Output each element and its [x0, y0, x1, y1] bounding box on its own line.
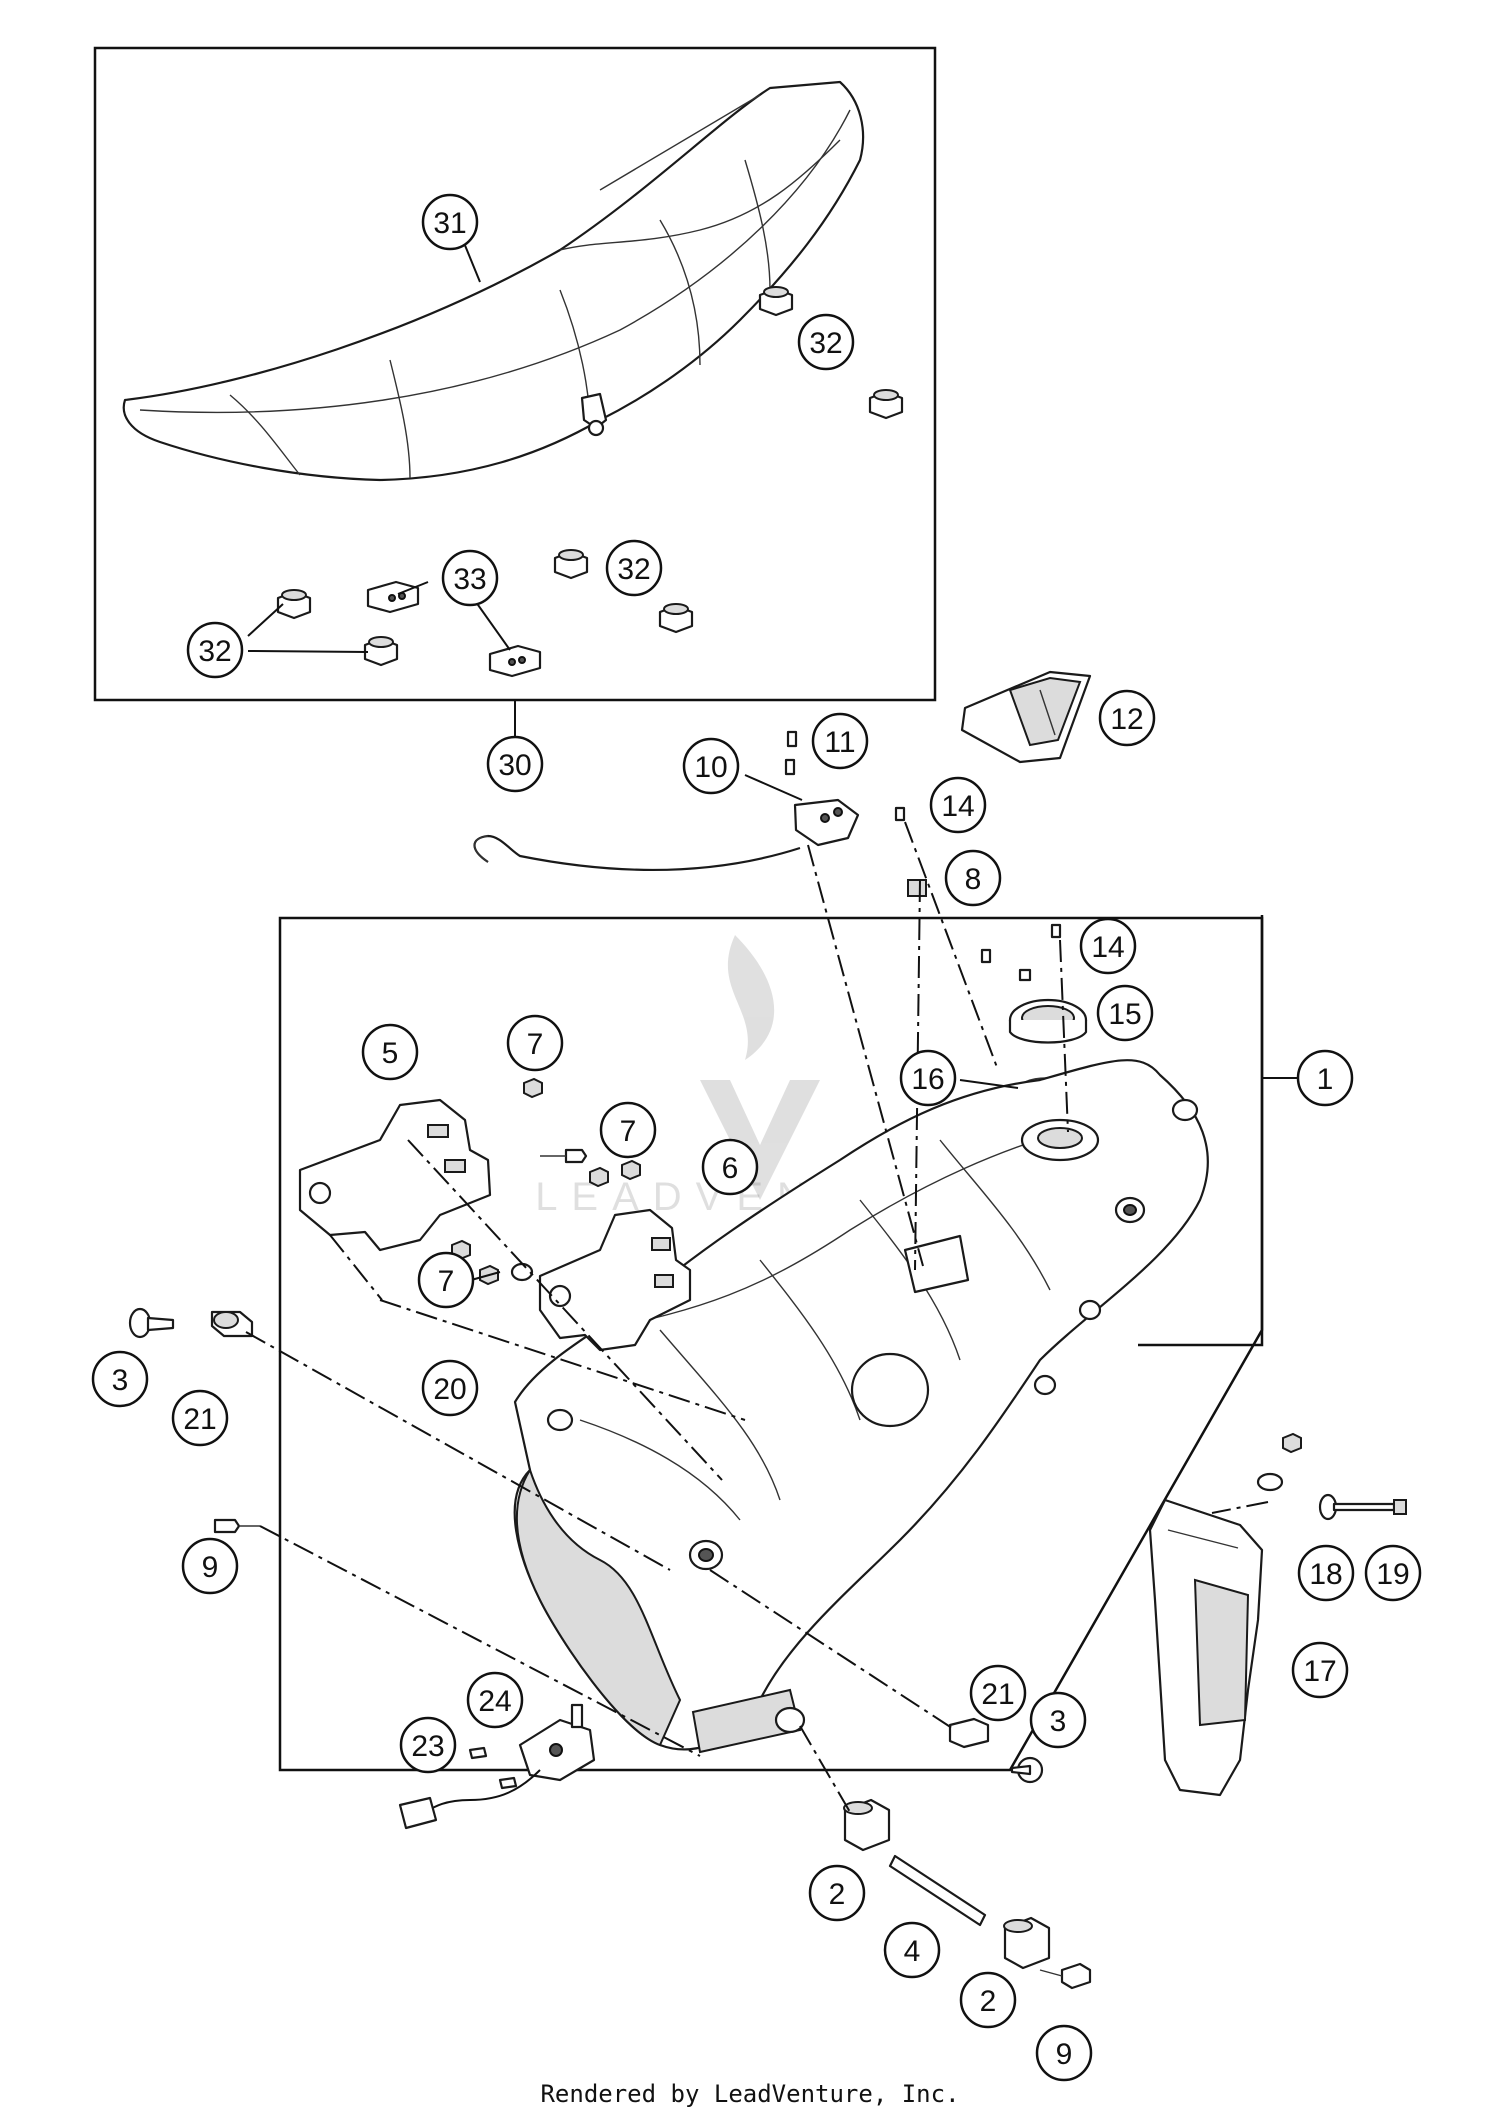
- svg-text:32: 32: [198, 635, 231, 668]
- fuel-cap-hardware: [894, 806, 1062, 982]
- svg-text:7: 7: [527, 1028, 544, 1061]
- svg-text:9: 9: [202, 1551, 219, 1584]
- watermark-logo: [700, 935, 820, 1200]
- callout-3: 3: [91, 1350, 149, 1408]
- callout-9: 9: [181, 1537, 239, 1595]
- callout-31: 31: [421, 193, 479, 251]
- callout-2: 2: [959, 1971, 1017, 2029]
- seat: [122, 80, 865, 482]
- svg-text:10: 10: [694, 751, 727, 784]
- callout-18: 18: [1297, 1544, 1355, 1602]
- svg-text:32: 32: [617, 553, 650, 586]
- callout-21: 21: [969, 1664, 1027, 1722]
- svg-text:3: 3: [112, 1364, 129, 1397]
- tank-group-outline: [278, 916, 1264, 1772]
- svg-text:1: 1: [1317, 1063, 1334, 1096]
- svg-text:14: 14: [941, 790, 974, 823]
- callout-23: 23: [399, 1716, 457, 1774]
- svg-text:7: 7: [620, 1115, 637, 1148]
- tank-front-fasteners: [128, 1307, 260, 1534]
- tank-rear-sleeves: [843, 1798, 1092, 1990]
- svg-text:24: 24: [478, 1685, 511, 1718]
- callout-15: 15: [1096, 984, 1154, 1042]
- callout-14: 14: [929, 776, 987, 834]
- callout-11: 11: [811, 712, 869, 770]
- svg-text:31: 31: [433, 207, 466, 240]
- callout-2: 2: [808, 1864, 866, 1922]
- svg-text:12: 12: [1110, 703, 1143, 736]
- callout-33: 33: [441, 549, 499, 607]
- callout-32: 32: [797, 313, 855, 371]
- svg-text:9: 9: [1056, 2038, 1073, 2071]
- callout-6: 6: [701, 1138, 759, 1196]
- tank-mounting-brackets: [298, 1098, 692, 1352]
- svg-text:21: 21: [981, 1678, 1014, 1711]
- svg-text:8: 8: [965, 863, 982, 896]
- svg-text:16: 16: [911, 1063, 944, 1096]
- callout-32: 32: [605, 539, 663, 597]
- tank-protector-pad: [960, 670, 1092, 764]
- callout-20: 20: [421, 1359, 479, 1417]
- fuel-tank: [513, 1059, 1209, 1754]
- rubber-buffer-parts: [276, 286, 904, 667]
- callout-24: 24: [466, 1671, 524, 1729]
- callout-12: 12: [1098, 689, 1156, 747]
- svg-text:14: 14: [1091, 931, 1124, 964]
- svg-text:4: 4: [904, 1935, 921, 1968]
- svg-text:2: 2: [829, 1878, 846, 1911]
- svg-text:19: 19: [1376, 1558, 1409, 1591]
- svg-text:23: 23: [411, 1730, 444, 1763]
- tank-side-cover: [1148, 1432, 1407, 1797]
- callout-14: 14: [1079, 917, 1137, 975]
- svg-text:18: 18: [1309, 1558, 1342, 1591]
- tank-rear-fasteners: [948, 1717, 1044, 1784]
- fuel-pump-connector: [398, 1703, 596, 1830]
- svg-text:7: 7: [438, 1265, 455, 1298]
- callout-7: 7: [506, 1014, 564, 1072]
- tank-filler-ring: [1008, 998, 1088, 1103]
- leader-lines: [245, 237, 1298, 1813]
- callout-21: 21: [171, 1389, 229, 1447]
- callout-5: 5: [361, 1023, 419, 1081]
- svg-text:11: 11: [824, 726, 855, 759]
- svg-text:5: 5: [382, 1037, 399, 1070]
- svg-text:6: 6: [722, 1152, 739, 1185]
- callout-9: 9: [1035, 2024, 1093, 2082]
- svg-text:20: 20: [433, 1373, 466, 1406]
- callout-7: 7: [599, 1101, 657, 1159]
- callout-8: 8: [944, 849, 1002, 907]
- seat-lock-parts: [366, 580, 542, 678]
- svg-text:33: 33: [453, 563, 486, 596]
- callout-30: 30: [486, 735, 544, 793]
- callout-19: 19: [1364, 1544, 1422, 1602]
- svg-text:21: 21: [183, 1403, 216, 1436]
- fuel-sensor-bracket: [473, 730, 860, 872]
- callout-1: 1: [1296, 1049, 1354, 1107]
- callout-3: 3: [1029, 1691, 1087, 1749]
- svg-text:3: 3: [1050, 1705, 1067, 1738]
- callout-10: 10: [682, 737, 740, 795]
- callout-4: 4: [883, 1921, 941, 1979]
- callout-32: 32: [186, 621, 244, 679]
- svg-text:15: 15: [1108, 998, 1141, 1031]
- svg-text:17: 17: [1303, 1655, 1336, 1688]
- svg-text:30: 30: [498, 749, 531, 782]
- footer-credit: Rendered by LeadVenture, Inc.: [540, 2080, 960, 2108]
- callout-7: 7: [417, 1251, 475, 1309]
- callout-17: 17: [1291, 1641, 1349, 1699]
- callout-16: 16: [899, 1049, 957, 1107]
- svg-text:32: 32: [809, 327, 842, 360]
- svg-text:2: 2: [980, 1985, 997, 2018]
